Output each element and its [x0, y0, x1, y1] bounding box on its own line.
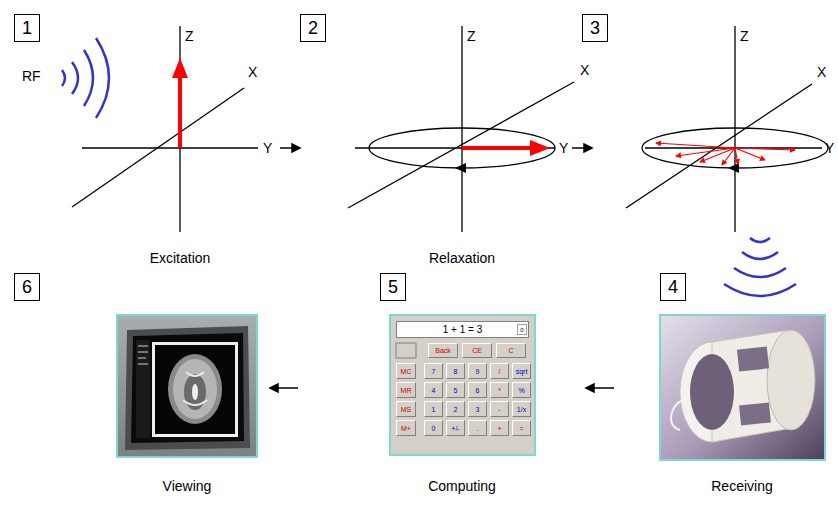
calc-button: MS	[396, 401, 416, 417]
node-text: 3	[583, 18, 607, 39]
node-text: =	[513, 425, 530, 432]
calc-button: 8	[446, 363, 465, 379]
axis-label: X	[248, 64, 257, 80]
axis-label: Y	[263, 140, 272, 156]
calc-button: =	[512, 420, 531, 436]
step-caption: Excitation	[150, 250, 211, 266]
calc-button: %	[512, 382, 531, 398]
node-text: Back	[429, 347, 457, 354]
node-text: 2	[301, 18, 325, 39]
node-text: 1/x	[513, 406, 530, 413]
calc-button: MR	[396, 382, 416, 398]
calc-button: 7	[424, 363, 443, 379]
calc-button: *	[490, 382, 509, 398]
calc-button: Back	[428, 343, 458, 358]
calc-button: sqrt	[512, 363, 531, 379]
node-text: 6	[469, 387, 486, 394]
calc-button: CE	[462, 343, 492, 358]
step-number: 1	[14, 14, 40, 42]
step-caption: Relaxation	[429, 250, 495, 266]
node-text: MS	[397, 406, 415, 413]
step-number: 2	[300, 14, 326, 42]
node-text: 5	[447, 387, 464, 394]
step-caption: Viewing	[163, 478, 212, 494]
calc-button: +/-	[446, 420, 465, 436]
calc-display: 1 + 1 = 30	[396, 321, 529, 338]
node-text: M+	[397, 425, 415, 432]
node-text: /	[491, 368, 508, 375]
node-text: 0	[425, 425, 442, 432]
step-caption: Computing	[428, 478, 496, 494]
node-text: 4	[661, 277, 685, 298]
axis-label: Z	[740, 28, 749, 44]
axis-label: Y	[559, 140, 568, 156]
calc-button: M+	[396, 420, 416, 436]
node-text: *	[491, 387, 508, 394]
node-text: 9	[469, 368, 486, 375]
calc-button: 5	[446, 382, 465, 398]
calc-button: 6	[468, 382, 487, 398]
node-text: 3	[469, 406, 486, 413]
node-text: 5	[381, 277, 405, 298]
calc-display-indicator: 0	[517, 324, 527, 335]
node-text: 2	[447, 406, 464, 413]
axis-label: X	[817, 64, 826, 80]
calc-button: 2	[446, 401, 465, 417]
calc-button: 0	[424, 420, 443, 436]
step-number: 4	[660, 273, 686, 301]
node-text: 0	[518, 327, 526, 333]
node-text: sqrt	[513, 368, 530, 375]
node-text: MC	[397, 368, 415, 375]
step-number: 6	[14, 273, 40, 301]
calc-button: 9	[468, 363, 487, 379]
node-text: 1	[425, 406, 442, 413]
calc-button: 1	[424, 401, 443, 417]
calc-button: /	[490, 363, 509, 379]
calc-button: MC	[396, 363, 416, 379]
node-text: +	[491, 425, 508, 432]
calc-button: -	[490, 401, 509, 417]
node-text: 8	[447, 368, 464, 375]
calc-button: 3	[468, 401, 487, 417]
calc-button: 1/x	[512, 401, 531, 417]
node-text: 1	[15, 18, 39, 39]
calc-button: 4	[424, 382, 443, 398]
node-text: 6	[15, 277, 39, 298]
axis-label: Z	[467, 28, 476, 44]
node-text: 7	[425, 368, 442, 375]
node-text: +/-	[447, 425, 464, 432]
step-caption: Receiving	[711, 478, 772, 494]
node-text: 4	[425, 387, 442, 394]
calc-button: +	[490, 420, 509, 436]
axis-label: Z	[185, 28, 194, 44]
rf-label: RF	[22, 68, 41, 84]
calc-button: .	[468, 420, 487, 436]
node-text: MR	[397, 387, 415, 394]
calc-button: C	[496, 343, 526, 358]
node-text: 1 + 1 = 3	[397, 324, 528, 335]
node-text: CE	[463, 347, 491, 354]
step-number: 5	[380, 273, 406, 301]
node-text: C	[497, 347, 525, 354]
node-text: .	[469, 425, 486, 432]
node-text: -	[491, 406, 508, 413]
axis-label: X	[580, 62, 589, 78]
step-number: 3	[582, 14, 608, 42]
node-text: %	[513, 387, 530, 394]
axis-label: Y	[825, 140, 834, 156]
